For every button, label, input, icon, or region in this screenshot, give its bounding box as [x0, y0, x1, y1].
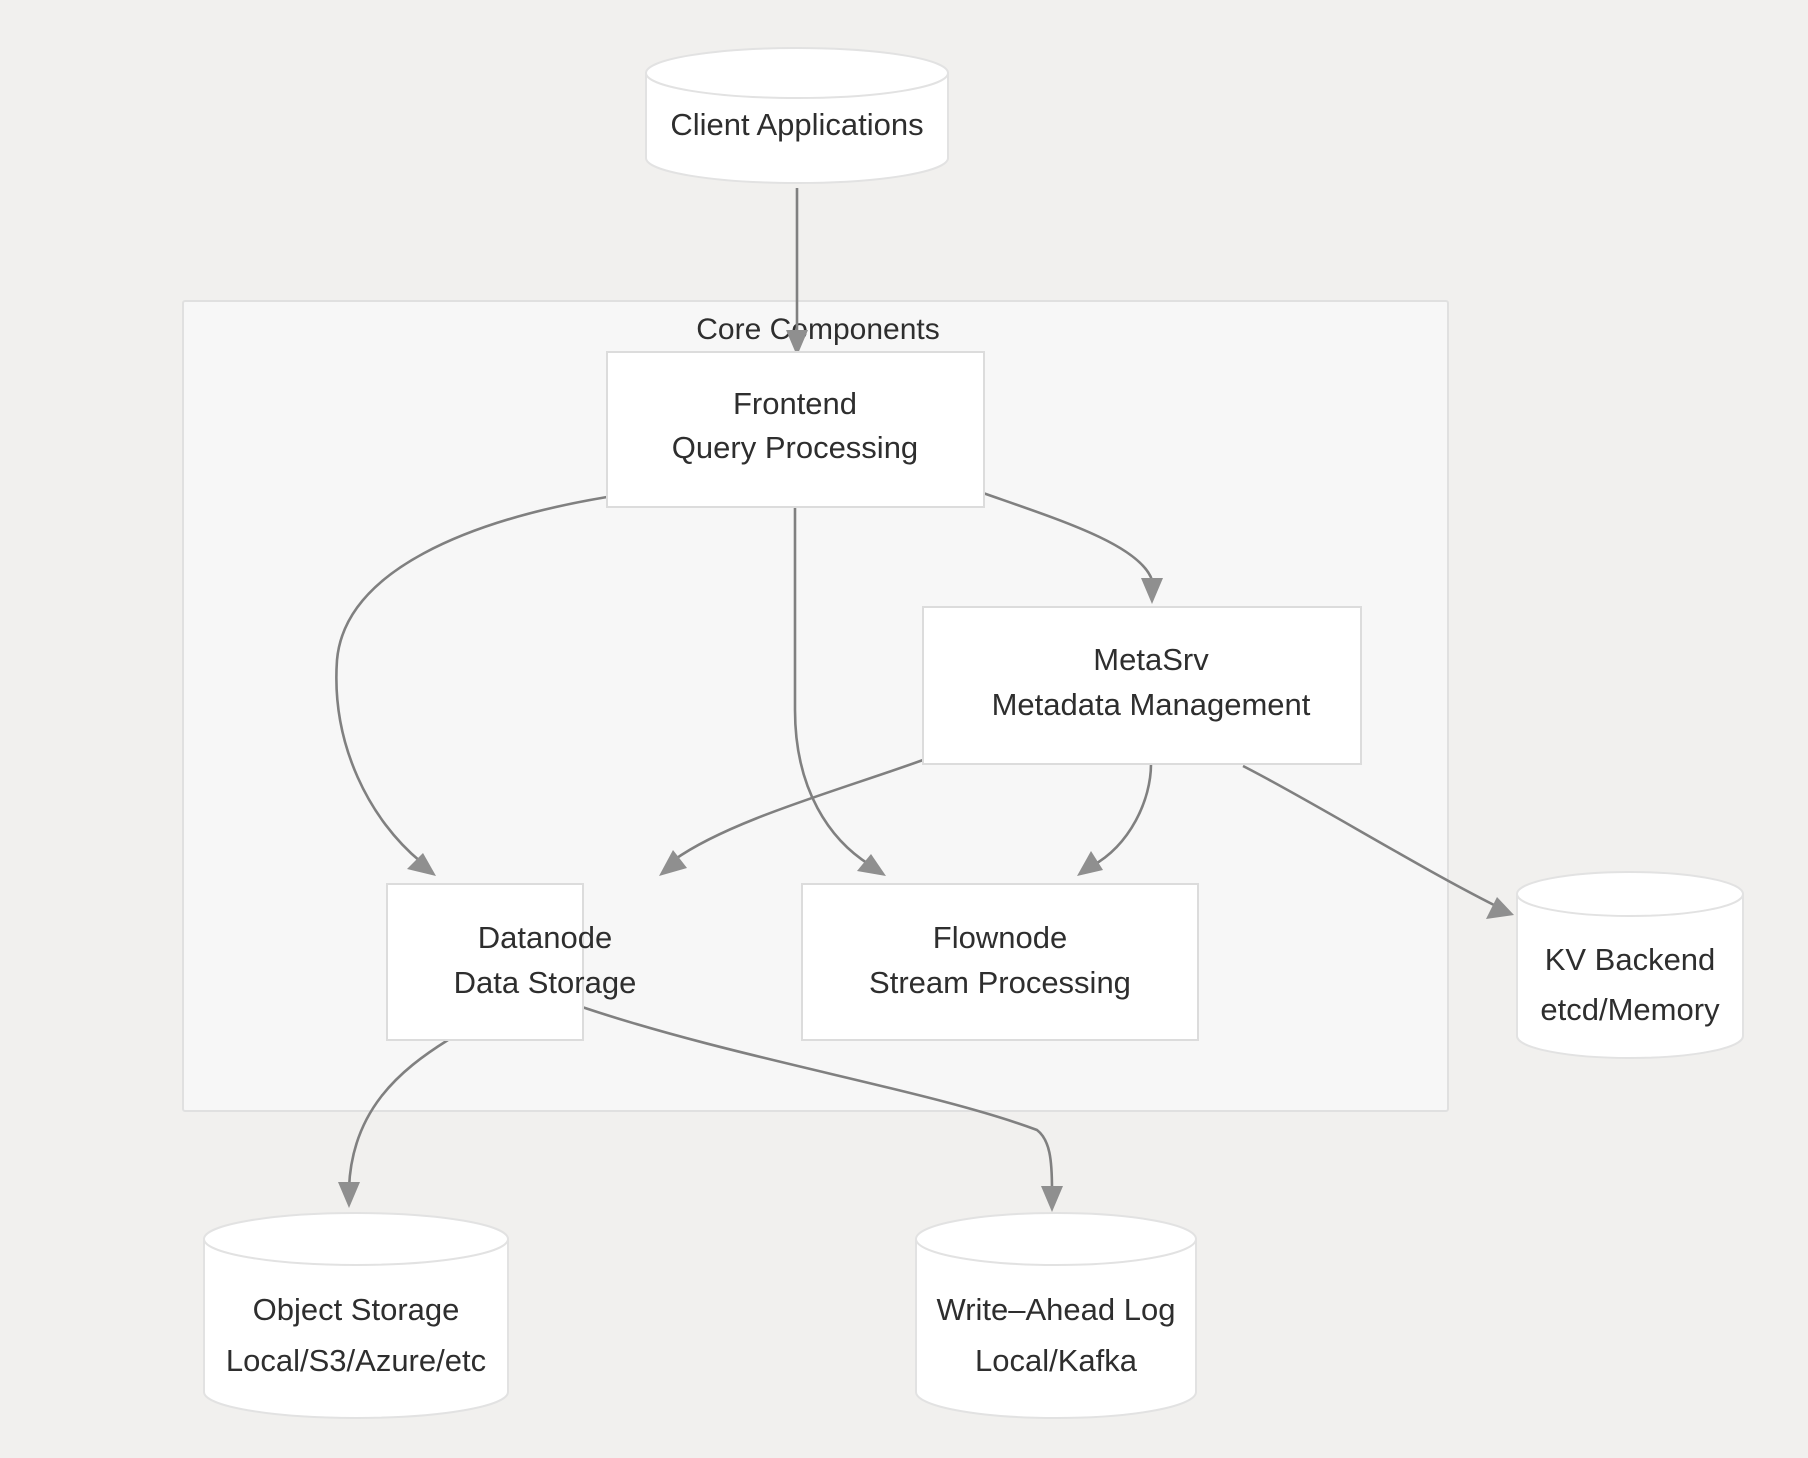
edge-frontend-to-metasrv-arrowhead	[1141, 578, 1163, 604]
node-object-storage[interactable]: Object Storage Local/S3/Azure/etc	[203, 1212, 509, 1419]
node-frontend-label-line2: Query Processing	[672, 430, 918, 465]
node-flownode-label-line2: Stream Processing	[869, 965, 1131, 1000]
edge-datanode-to-wal-arrowhead	[1041, 1186, 1063, 1212]
edge-metasrv-to-flownode-path	[1091, 763, 1153, 868]
node-object-storage-label-line1: Object Storage	[253, 1292, 460, 1327]
edge-datanode-to-wal	[581, 1005, 1063, 1212]
node-client-applications-label-line1: Client Applications	[670, 107, 923, 142]
edge-datanode-to-objectstorage-arrowhead	[338, 1182, 360, 1208]
node-kv-backend-label-line1: KV Backend	[1545, 942, 1716, 977]
node-datanode-label-line2: Data Storage	[454, 965, 637, 1000]
node-write-ahead-log-label-line2: Local/Kafka	[975, 1343, 1138, 1378]
node-write-ahead-log-top	[915, 1212, 1197, 1266]
node-write-ahead-log-body	[915, 1238, 1197, 1419]
edge-client-to-frontend	[786, 188, 808, 356]
edge-frontend-to-flownode-path	[793, 507, 871, 867]
edge-frontend-to-metasrv-path	[982, 491, 1154, 581]
edge-frontend-to-flownode	[793, 507, 886, 876]
node-kv-backend-label-line2: etcd/Memory	[1540, 992, 1720, 1027]
node-client-applications-body	[645, 72, 949, 184]
node-write-ahead-log-label-line1: Write–Ahead Log	[937, 1292, 1176, 1327]
node-kv-backend[interactable]: KV Backend etcd/Memory	[1516, 871, 1744, 1059]
node-client-applications-top	[645, 47, 949, 99]
node-datanode-box	[386, 883, 584, 1041]
edge-frontend-to-datanode-path	[335, 495, 608, 864]
edge-metasrv-to-kvbackend	[1242, 764, 1514, 919]
node-object-storage-body	[203, 1238, 509, 1419]
edge-metasrv-to-kvbackend-arrowhead	[1486, 897, 1514, 919]
edge-metasrv-to-datanode-path	[673, 758, 924, 862]
edge-metasrv-to-datanode-arrowhead	[659, 850, 687, 876]
edge-datanode-to-wal-path	[581, 1005, 1054, 1191]
edge-frontend-to-datanode-arrowhead	[407, 853, 436, 876]
node-client-applications[interactable]: Client Applications	[645, 47, 949, 184]
node-metasrv-label-line2: Metadata Management	[992, 687, 1311, 722]
node-kv-backend-body	[1516, 893, 1744, 1059]
node-datanode[interactable]: Datanode Data Storage	[386, 883, 637, 1041]
edge-metasrv-to-kvbackend-path	[1242, 764, 1497, 908]
node-frontend-box	[606, 351, 985, 508]
edge-metasrv-to-datanode	[659, 758, 924, 876]
edge-frontend-to-metasrv	[982, 491, 1163, 604]
edge-layer	[335, 188, 1514, 1212]
node-flownode[interactable]: Flownode Stream Processing	[801, 883, 1199, 1041]
node-object-storage-top	[203, 1212, 509, 1266]
edge-datanode-to-objectstorage-path	[347, 1038, 449, 1189]
node-datanode-label-line1: Datanode	[478, 920, 612, 955]
node-flownode-label-line1: Flownode	[933, 920, 1067, 955]
edge-frontend-to-flownode-arrowhead	[857, 854, 886, 876]
edge-frontend-to-datanode	[335, 495, 608, 876]
subgraph-core-components-label: Core Components	[696, 313, 939, 346]
node-object-storage-label-line2: Local/S3/Azure/etc	[226, 1343, 486, 1378]
edge-metasrv-to-flownode-arrowhead	[1077, 851, 1103, 876]
node-flownode-box	[801, 883, 1199, 1041]
node-metasrv-box	[922, 606, 1362, 765]
node-kv-backend-top	[1516, 871, 1744, 917]
node-frontend[interactable]: Frontend Query Processing	[606, 351, 985, 508]
node-frontend-label-line1: Frontend	[733, 386, 857, 421]
node-metasrv-label-line1: MetaSrv	[1093, 642, 1209, 677]
edge-client-to-frontend-arrowhead	[786, 330, 808, 356]
node-metasrv[interactable]: MetaSrv Metadata Management	[922, 606, 1362, 765]
edge-datanode-to-objectstorage	[338, 1038, 449, 1208]
edge-metasrv-to-flownode	[1077, 763, 1153, 876]
node-write-ahead-log[interactable]: Write–Ahead Log Local/Kafka	[915, 1212, 1197, 1419]
